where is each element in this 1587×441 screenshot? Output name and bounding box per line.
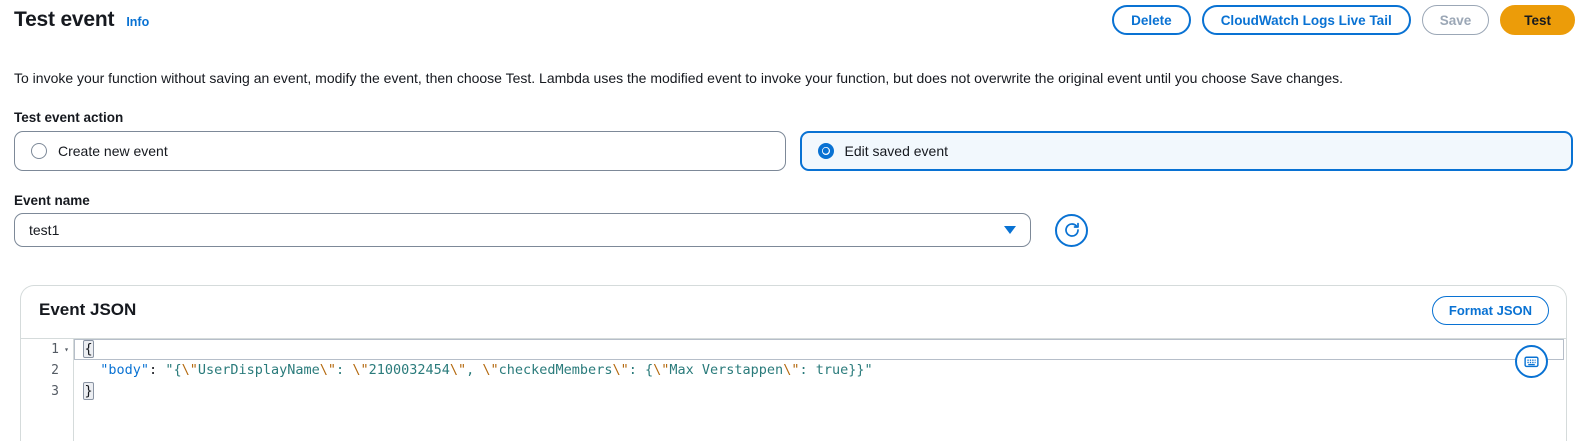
json-escape-8: \"	[783, 362, 800, 378]
json-escape-2: \"	[319, 362, 337, 378]
radio-icon-edit-saved-event	[817, 143, 834, 159]
test-event-action-radio-group: Create new event Edit saved event	[14, 131, 1573, 171]
code-line-1-text: {	[74, 339, 1566, 360]
json-inner-brace-open: {	[173, 362, 182, 378]
json-colon-2: :	[336, 362, 353, 378]
radio-icon-create-new-event	[31, 143, 47, 159]
json-code-editor[interactable]: 1 ▾ { 2 "body": "{\"UserDisplayName\": \…	[21, 338, 1566, 441]
event-json-header: Event JSON Format JSON	[21, 286, 1566, 338]
json-colon-1: :	[149, 362, 166, 378]
page-description: To invoke your function without saving a…	[14, 70, 1343, 86]
code-line-3-text: }	[74, 381, 1566, 402]
info-link[interactable]: Info	[126, 15, 150, 29]
json-escape-1: \"	[181, 362, 198, 378]
open-brace-token: {	[82, 340, 95, 358]
fold-toggle-icon[interactable]: ▾	[64, 345, 69, 354]
code-line-2-text: "body": "{\"UserDisplayName\": \"2100032…	[74, 360, 1566, 381]
format-json-button[interactable]: Format JSON	[1431, 296, 1549, 325]
json-inner-braces-close: }}	[848, 362, 865, 378]
json-key-body: "body"	[100, 362, 150, 378]
json-inner-key-checkedmembers: checkedMembers	[498, 362, 613, 378]
json-quote-close: "	[864, 362, 873, 378]
event-name-row: test1	[14, 213, 1088, 247]
json-quote-open: "	[165, 362, 174, 378]
json-escape-3: \"	[352, 362, 369, 378]
json-inner-key-member-name: Max Verstappen	[669, 362, 784, 378]
json-escape-4: \"	[449, 362, 467, 378]
save-button[interactable]: Save	[1421, 5, 1490, 35]
radio-edit-saved-event[interactable]: Edit saved event	[799, 131, 1573, 171]
event-json-panel: Event JSON Format JSON	[20, 285, 1567, 441]
editor-gutter	[21, 339, 74, 441]
header-actions: Delete CloudWatch Logs Live Tail Save Te…	[1112, 5, 1575, 35]
json-escape-5: \"	[482, 362, 499, 378]
page-title: Test event	[14, 8, 115, 31]
radio-label-create-new-event: Create new event	[58, 143, 168, 159]
refresh-button[interactable]	[1055, 213, 1088, 247]
event-json-title: Event JSON	[39, 300, 137, 319]
line-number-1: 1	[51, 342, 59, 357]
json-colon-3: :	[628, 362, 645, 378]
code-line-2[interactable]: 2 "body": "{\"UserDisplayName\": \"21000…	[21, 360, 1566, 381]
test-event-action-label: Test event action	[14, 110, 124, 125]
json-escape-6: \"	[612, 362, 629, 378]
delete-button[interactable]: Delete	[1112, 5, 1191, 35]
json-comma-1: ,	[466, 362, 483, 378]
page-header: Test event Info Delete CloudWatch Logs L…	[0, 0, 1587, 46]
event-name-label: Event name	[14, 193, 90, 208]
test-button[interactable]: Test	[1500, 5, 1575, 35]
json-inner-value-userid: 2100032454	[368, 362, 450, 378]
refresh-icon	[1064, 222, 1079, 237]
close-brace-token: }	[82, 382, 95, 400]
radio-label-edit-saved-event: Edit saved event	[844, 143, 949, 159]
radio-create-new-event[interactable]: Create new event	[14, 131, 786, 171]
keyboard-shortcuts-button[interactable]	[1515, 345, 1548, 378]
title-group: Test event Info	[14, 7, 149, 33]
keyboard-icon	[1524, 356, 1539, 368]
line-number-2: 2	[51, 363, 59, 378]
json-inner-value-true: true	[815, 362, 849, 378]
line-number-3: 3	[51, 384, 59, 399]
code-line-3[interactable]: 3 }	[21, 381, 1566, 402]
code-line-1[interactable]: 1 ▾ {	[21, 339, 1566, 360]
json-escape-7: \"	[653, 362, 670, 378]
event-name-selected-value: test1	[29, 222, 60, 238]
json-inner-key-userdisplayname: UserDisplayName	[197, 362, 320, 378]
event-name-select[interactable]: test1	[14, 213, 1031, 247]
json-inner-brace-open-2: {	[644, 362, 654, 378]
json-colon-4: :	[799, 362, 816, 378]
cloudwatch-logs-live-tail-button[interactable]: CloudWatch Logs Live Tail	[1201, 5, 1411, 35]
chevron-down-icon	[1004, 226, 1016, 234]
editor-code-area[interactable]: 1 ▾ { 2 "body": "{\"UserDisplayName\": \…	[21, 339, 1566, 441]
